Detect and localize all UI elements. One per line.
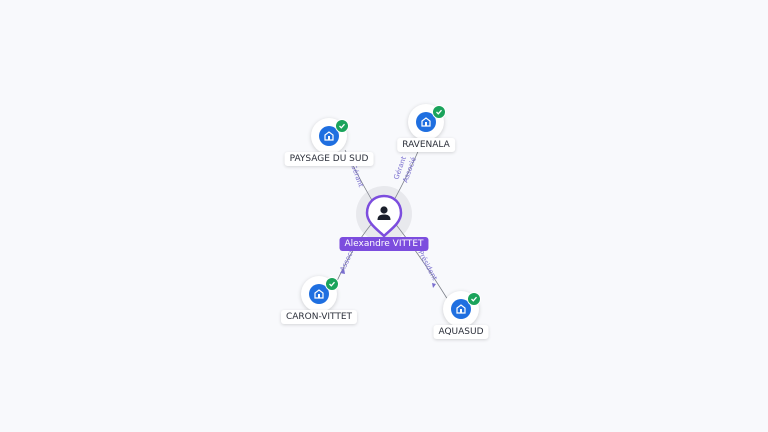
company-icon bbox=[451, 299, 471, 319]
company-icon bbox=[309, 284, 329, 304]
check-icon bbox=[467, 292, 481, 306]
company-label: CARON-VITTET bbox=[280, 310, 358, 324]
edge-label-paysage-0: Gérant bbox=[349, 163, 365, 189]
company-label: AQUASUD bbox=[433, 325, 489, 339]
map-pin-icon bbox=[365, 194, 403, 238]
person-label: Alexandre VITTET bbox=[339, 237, 429, 251]
company-node-caron-vittet[interactable] bbox=[301, 276, 339, 312]
company-icon bbox=[416, 112, 436, 132]
edge-label-aquasud-0: Président bbox=[416, 249, 439, 282]
company-label: RAVENALA bbox=[397, 138, 455, 152]
arrow-aquasud bbox=[432, 283, 436, 288]
company-label: PAYSAGE DU SUD bbox=[284, 152, 374, 166]
edge-aquasud bbox=[393, 221, 449, 301]
arrow-caron bbox=[340, 268, 345, 274]
user-icon bbox=[377, 206, 391, 220]
company-icon bbox=[319, 126, 339, 146]
company-node-ravenala[interactable] bbox=[408, 104, 446, 140]
person-node[interactable] bbox=[356, 186, 412, 242]
check-icon bbox=[325, 277, 339, 291]
check-icon bbox=[432, 105, 446, 119]
check-icon bbox=[335, 119, 349, 133]
company-node-paysage-du-sud[interactable] bbox=[311, 118, 349, 154]
company-node-aquasud[interactable] bbox=[443, 291, 481, 327]
